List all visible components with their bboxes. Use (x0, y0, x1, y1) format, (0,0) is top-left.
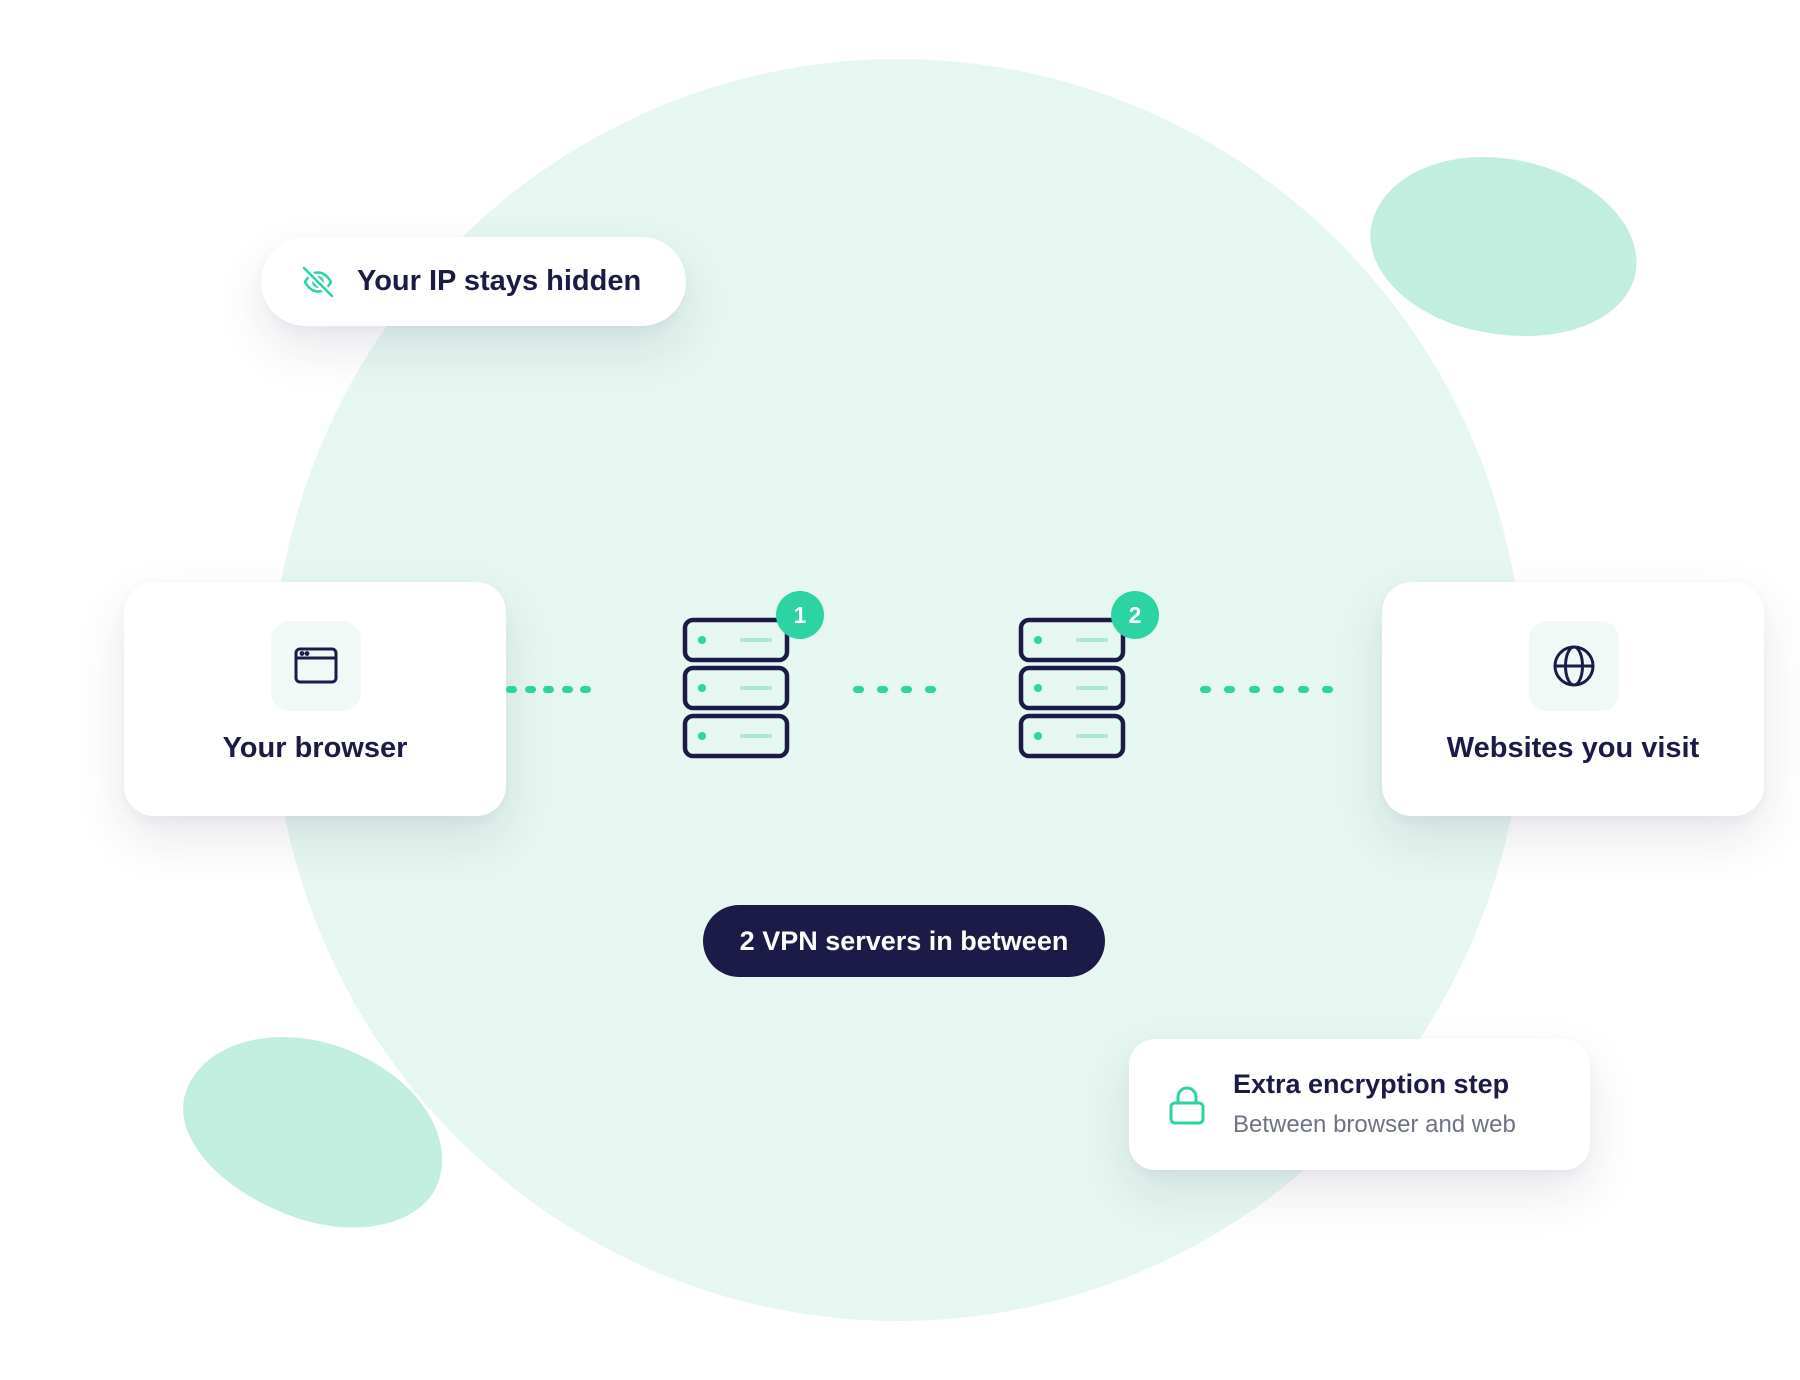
server-1-badge: 1 (776, 591, 824, 639)
connector-dot (506, 686, 517, 693)
connector-dot (1273, 686, 1284, 693)
browser-window-icon (294, 647, 338, 684)
website-label: Websites you visit (1446, 732, 1700, 764)
encryption-title: Extra encryption step (1233, 1069, 1510, 1099)
ip-hidden-label: Your IP stays hidden (357, 265, 642, 297)
connector-dot (853, 686, 864, 693)
server-rack-icon (682, 617, 790, 759)
connector-dot (1322, 686, 1333, 693)
globe-icon (1553, 645, 1595, 687)
connector-dot (925, 686, 936, 693)
connector-dot (543, 686, 554, 693)
vpn-server-2 (1018, 617, 1128, 763)
eye-off-icon (300, 264, 336, 300)
connector-dot (901, 686, 912, 693)
connector-dots-browser-to-server1 (506, 686, 591, 694)
lock-icon (1169, 1086, 1205, 1125)
connector-dot (580, 686, 591, 693)
encryption-subtitle: Between browser and web (1233, 1111, 1516, 1138)
connector-dot (1249, 686, 1260, 693)
vpn-server-1 (682, 617, 792, 763)
browser-icon-box (271, 621, 361, 711)
connector-dot (1298, 686, 1309, 693)
vpn-servers-count-pill: 2 VPN servers in between (703, 905, 1105, 977)
connector-dots-server2-to-website (1200, 686, 1333, 694)
server-rack-icon (1018, 617, 1126, 759)
connector-dot (1200, 686, 1211, 693)
connector-dot (525, 686, 536, 693)
website-node-card: Websites you visit (1382, 582, 1764, 816)
ip-hidden-pill: Your IP stays hidden (261, 237, 686, 326)
connector-dot (1224, 686, 1235, 693)
website-icon-box (1529, 621, 1619, 711)
connector-dots-server1-to-server2 (853, 686, 936, 694)
server-2-badge: 2 (1111, 591, 1159, 639)
browser-label: Your browser (222, 732, 408, 764)
connector-dot (877, 686, 888, 693)
browser-node-card: Your browser (124, 582, 506, 816)
encryption-card: Extra encryption step Between browser an… (1129, 1039, 1590, 1170)
connector-dot (562, 686, 573, 693)
